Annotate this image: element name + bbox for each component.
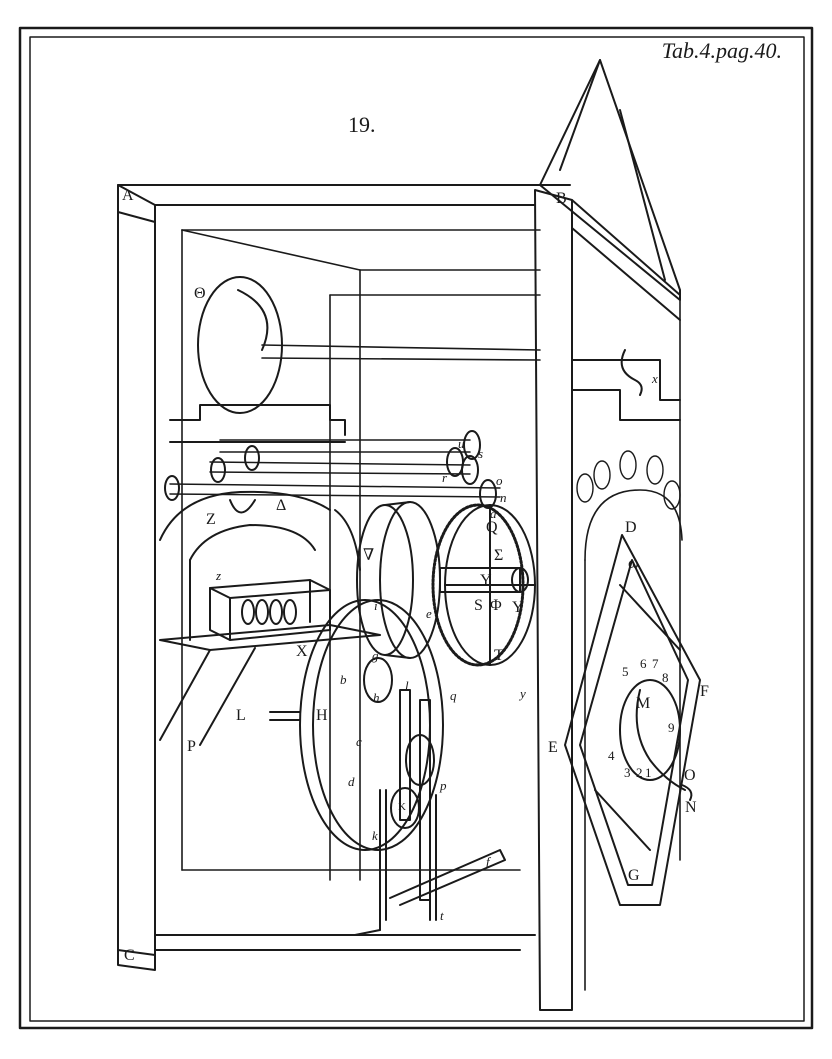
label-d: D [625,519,637,536]
dial-number-5: 5 [622,664,629,679]
label-l: L [236,707,246,724]
toothed-wheel [431,503,536,667]
label-t-small: t [440,908,444,923]
label-e: E [548,739,558,756]
label-sigma: Σ [494,547,503,564]
label-q: Q [486,519,498,536]
left-post [117,184,571,971]
crank-handle [620,349,693,801]
label-h: H [316,707,328,724]
figure-number: 19. [348,112,376,137]
dial-number-7: 7 [652,656,659,671]
label-t: T [494,647,504,664]
label-n-small: n [500,490,507,505]
label-k: K [398,801,406,813]
stepped-shelf [169,404,346,443]
label-y-small: y [518,686,526,701]
dial-number-8: 8 [662,670,669,685]
label-f-small: f [486,854,492,869]
label-f: F [700,683,709,700]
label-l-small: l [405,678,409,693]
label-s: S [474,597,483,614]
shelf [159,624,381,746]
label-p-small: p [439,778,447,793]
label-n: N [685,799,697,816]
side-panel [584,289,683,991]
label-a: A [122,187,134,204]
lower-arches [159,490,361,641]
vertical-shaft [354,689,506,936]
double-pulley [356,501,529,659]
label-c-small: c [356,734,362,749]
label-g-small: g [372,648,379,663]
right-post [534,59,681,1011]
label-u-small: u [458,436,465,451]
label-r-small: r [442,470,448,485]
label-g: G [628,867,640,884]
dial-number-2: 2 [636,765,643,780]
rods [169,439,501,498]
dial-number-9: 9 [668,720,675,735]
label-nabla: ∇ [363,547,374,564]
upper-dial [197,276,541,414]
plate-reference: Tab.4.pag.40. [661,38,782,63]
label-q-small: q [450,688,457,703]
label-h-small: h [373,690,380,705]
label-omega: ω [628,555,639,572]
outer-border [18,26,814,1030]
label-upsilon: Υ [480,572,492,589]
pin-barrel-box [209,579,331,641]
dial-panel [564,534,701,906]
dial-number-3: 3 [624,765,631,780]
rod-collars [164,430,497,509]
label-s-small: s [478,446,483,461]
label-x: X [296,643,308,660]
label-o-small: o [496,473,503,488]
label-c: C [124,947,135,964]
large-disc [269,599,444,851]
label-e-small: e [426,606,432,621]
label-z-small: z [215,568,221,583]
label-phi: Φ [490,597,502,614]
label-m: M [636,695,650,712]
label-a-small: a [490,506,497,521]
label-i-small: i [374,598,378,613]
label-p: P [187,738,196,755]
dial-number-1: 1 [645,765,652,780]
label-y: Y [512,599,524,616]
label-delta: Δ [276,497,286,514]
side-dials [576,450,681,510]
label-theta: Θ [194,285,206,302]
label-o: O [684,767,696,784]
label-z: Z [206,511,216,528]
label-b: B [556,190,567,207]
label-b-small: b [340,672,347,687]
dial-number-6: 6 [640,656,647,671]
label-k-small: k [372,828,378,843]
label-d-small: d [348,774,355,789]
back-frame [181,229,541,881]
dial-number-4: 4 [608,748,615,763]
inner-border [29,36,805,1022]
label-x-small: x [651,371,658,386]
